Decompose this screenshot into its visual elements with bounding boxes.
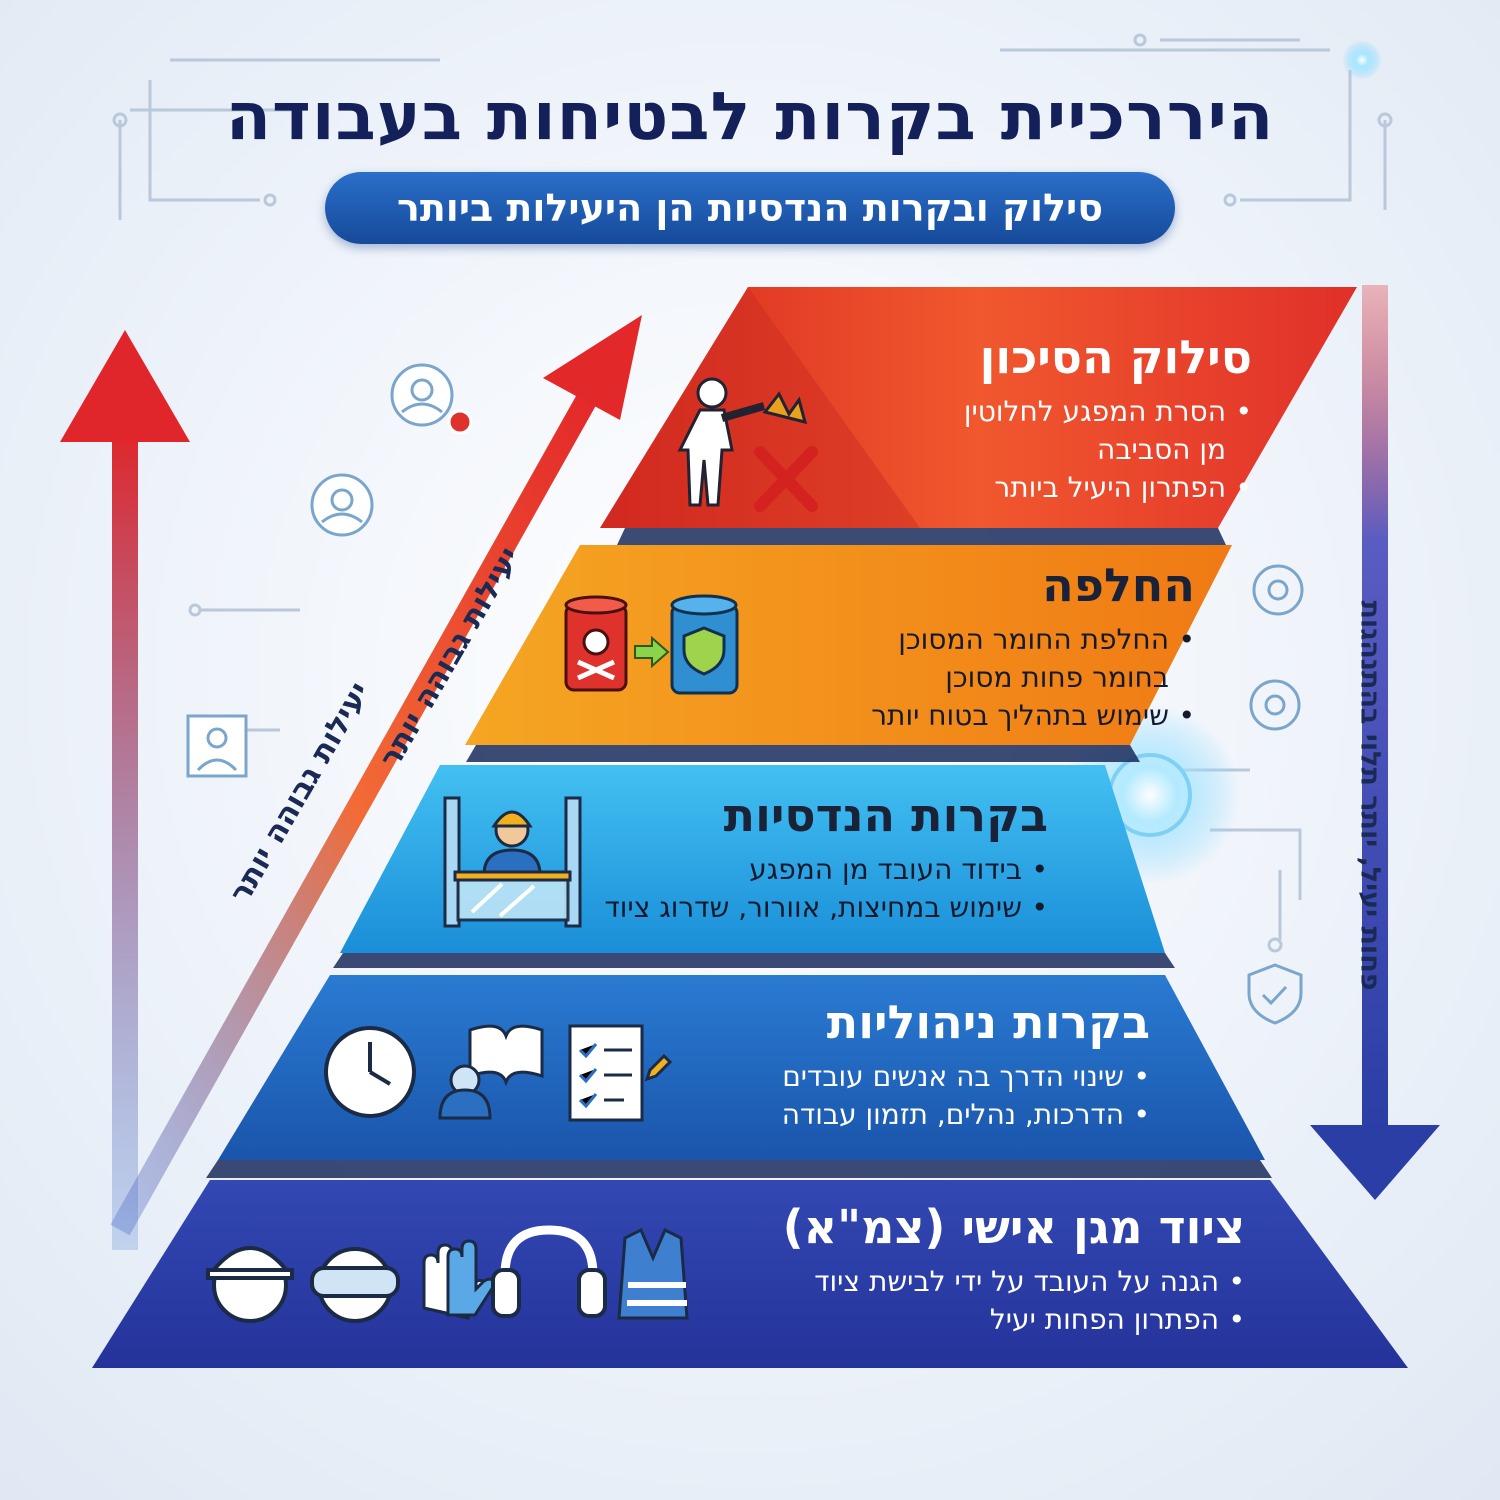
tier-bullet: הדרכות, נהלים, תזמון עבודה (782, 1096, 1151, 1134)
right-arrow-label: פחות יעיל, יותר תלוי בהתנהגות (1354, 600, 1386, 991)
tier-ppe: ציוד מגן אישי (צמ"א) הגנה על העובד על יד… (782, 1200, 1246, 1339)
worker-removing-hazard-icon (677, 377, 808, 507)
tier-bullet: החלפת החומר המסוכן בחומר פחות מסוכן (871, 621, 1195, 697)
gear-icon (1252, 564, 1304, 616)
goggles-icon (310, 1247, 400, 1323)
tier-title: בקרות ניהוליות (826, 995, 1150, 1049)
tier-title: בקרות הנדסיות (723, 788, 1048, 842)
safe-barrel-icon (670, 594, 739, 695)
subtitle-pill: סילוק ובקרות הנדסיות הן היעילות ביותר (325, 172, 1175, 244)
hard-hat-icon (206, 1246, 294, 1323)
training-book-icon (438, 1024, 544, 1120)
tier-bullet: הפתרון הפחות יעיל (783, 1301, 1245, 1339)
tier-bullet: הגנה על העובד על ידי לבישת ציוד (783, 1263, 1245, 1301)
checklist-icon (568, 1024, 673, 1122)
arrow-right-icon (634, 635, 670, 669)
tier-elimination: סילוק הסיכון הסרת המפגע לחלוטין מן הסביב… (964, 330, 1252, 507)
tier-bullet: שינוי הדרך בה אנשים עובדים (782, 1058, 1150, 1096)
tier-bullet: שימוש במחיצות, אוורור, שדרוג ציוד (605, 889, 1049, 927)
effectiveness-arrow-left (60, 330, 190, 1250)
dependency-arrow-right (1310, 285, 1440, 1200)
tier-administrative: בקרות ניהוליות שינוי הדרך בה אנשים עובדי… (782, 995, 1151, 1134)
tier-title: סילוק הסיכון (979, 330, 1252, 384)
tier-bullet: בידוד העובד מן המפגע (605, 851, 1048, 889)
worker-avatar-icon (390, 363, 473, 435)
gear-icon (1249, 679, 1301, 731)
shield-check-icon (1247, 963, 1303, 1025)
worker-id-card-icon (186, 714, 248, 778)
worker-behind-barrier-icon (443, 796, 582, 928)
tier-title: ציוד מגן אישי (צמ"א) (782, 1200, 1245, 1254)
tier-bullet: הסרת המפגע לחלוטין מן הסביבה (964, 393, 1252, 469)
safety-vest-icon (617, 1227, 689, 1320)
hazardous-barrel-icon (564, 595, 628, 692)
worker-avatar-icon (310, 473, 374, 537)
tier-engineering: בקרות הנדסיות בידוד העובד מן המפגע שימוש… (605, 788, 1049, 927)
tier-bullet: הפתרון היעיל ביותר (964, 469, 1252, 507)
tier-substitution: החלפה החלפת החומר המסוכן בחומר פחות מסוכ… (871, 558, 1195, 735)
red-x-icon (754, 446, 818, 512)
page-title: היררכיית בקרות לבטיחות בעבודה (225, 78, 1275, 155)
ear-muffs-icon (491, 1225, 607, 1318)
clock-icon (324, 1026, 416, 1118)
tier-title: החלפה (1042, 558, 1195, 612)
tier-bullet: שימוש בתהליך בטוח יותר (871, 697, 1195, 735)
gloves-icon (422, 1239, 497, 1320)
effectiveness-arrow-diagonal (110, 315, 642, 1236)
